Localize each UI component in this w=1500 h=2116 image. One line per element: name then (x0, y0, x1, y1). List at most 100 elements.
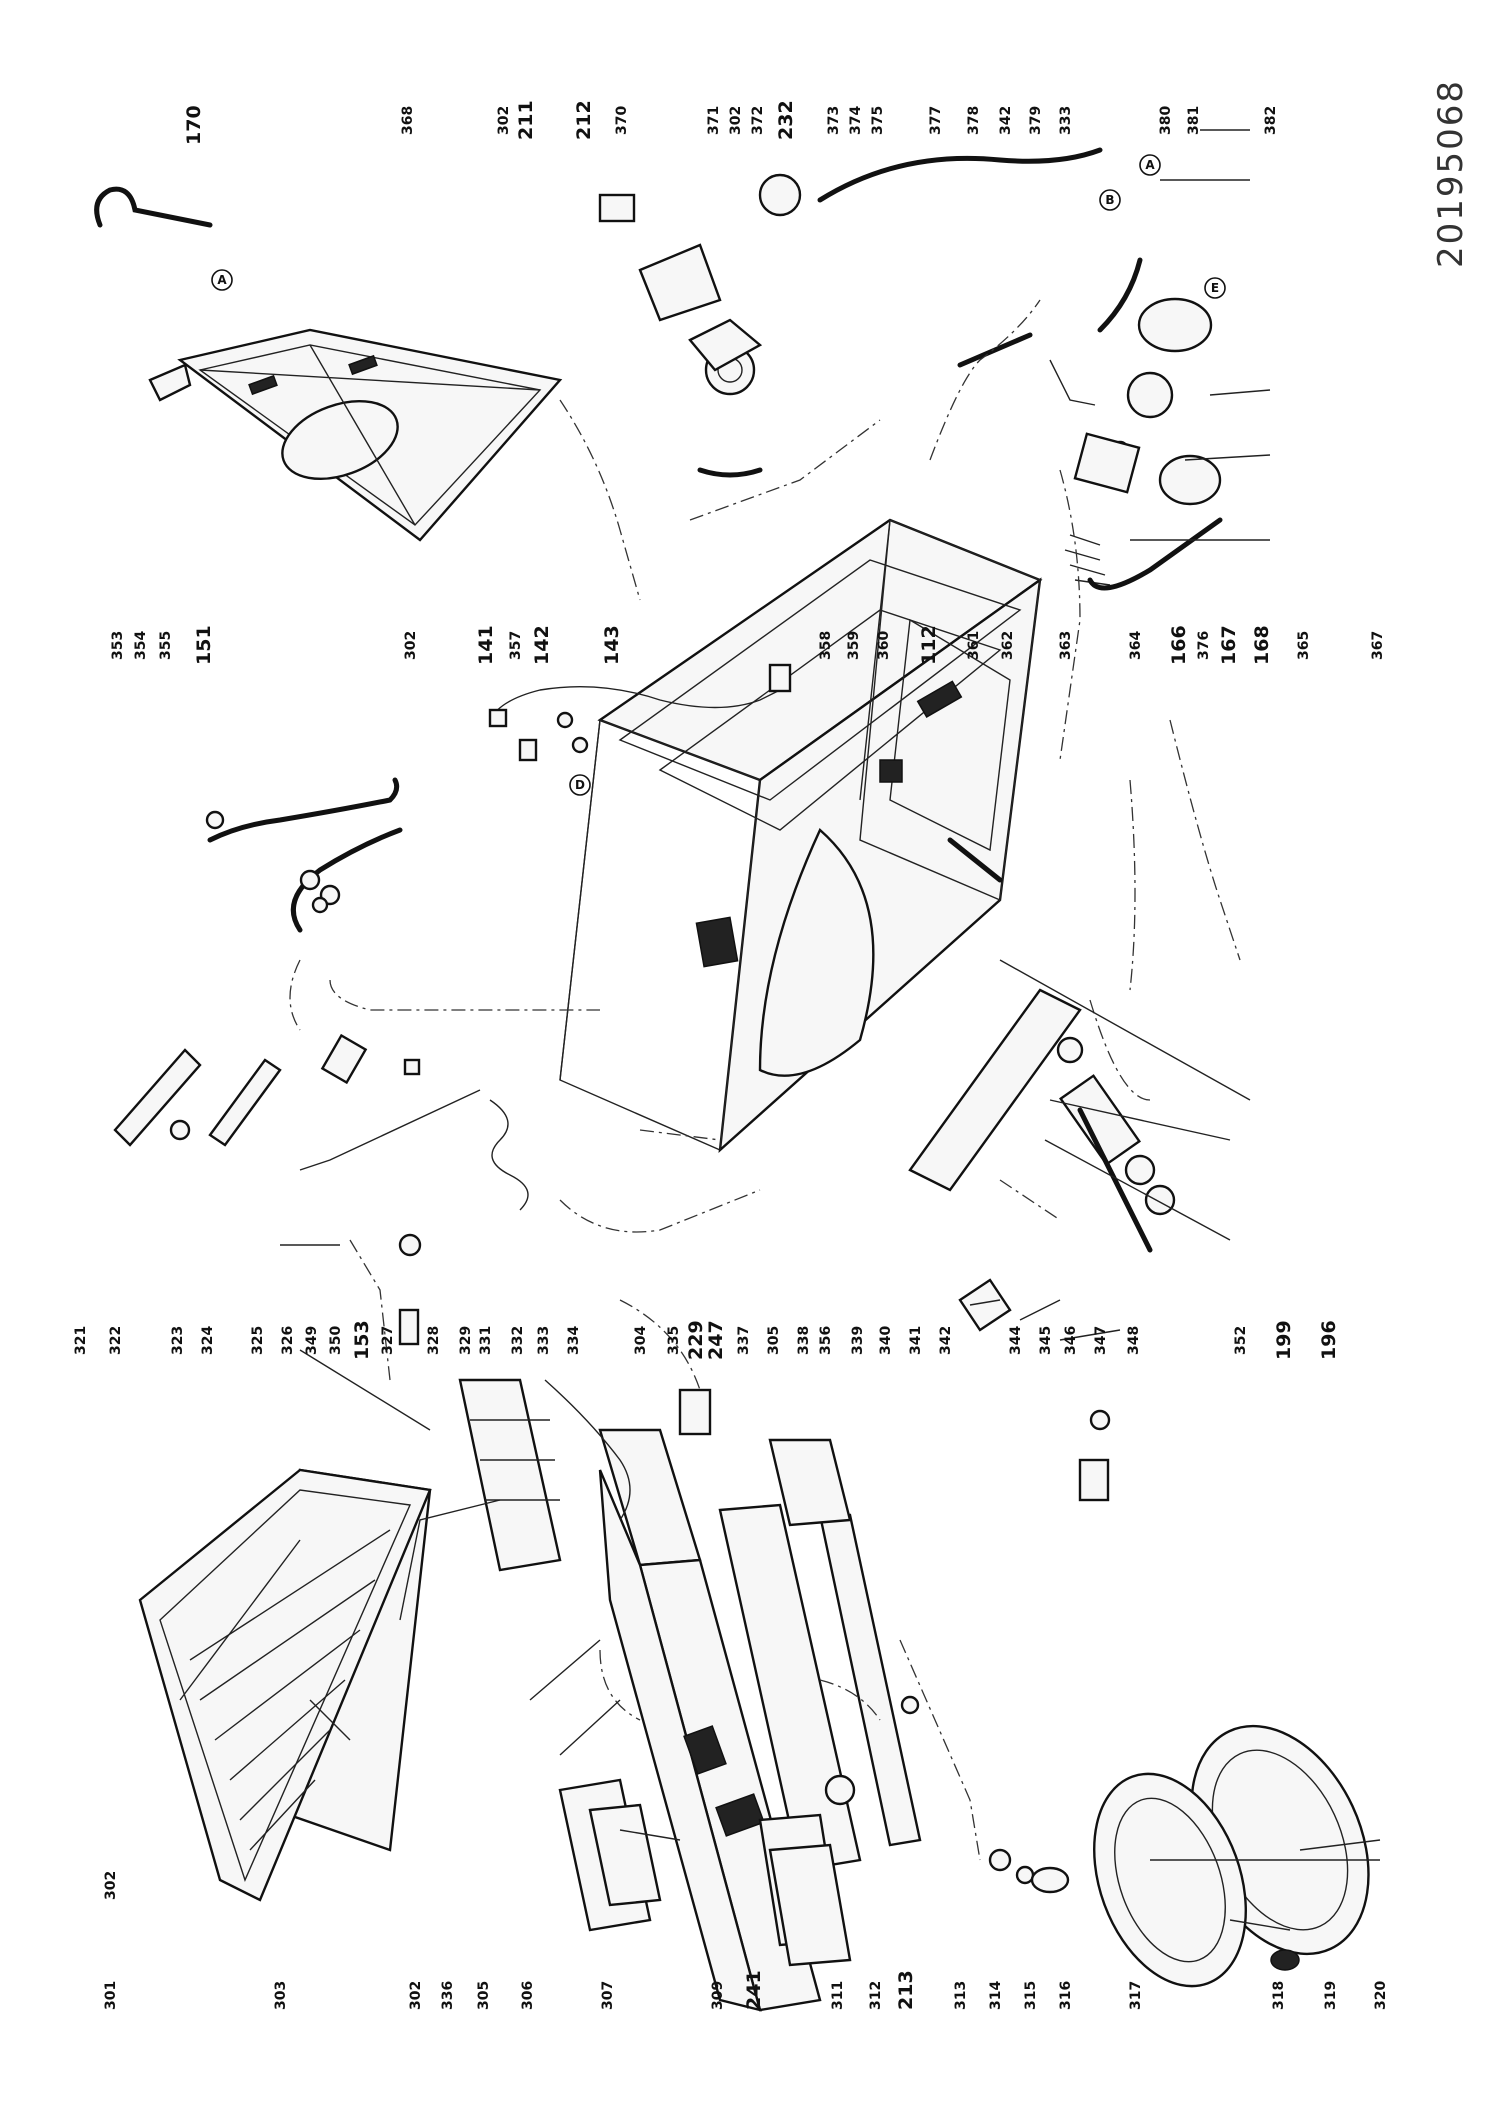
label-141: 141 (475, 625, 497, 665)
label-367: 367 (1370, 631, 1386, 660)
label-327: 327 (380, 1326, 396, 1355)
label-229: 229 (685, 1320, 707, 1360)
leader-lines-dashed (289, 299, 1241, 1861)
label-309: 309 (710, 1981, 726, 2010)
label-377: 377 (928, 106, 944, 135)
label-196: 196 (1318, 1320, 1340, 1360)
circle-ref-d: D (575, 778, 585, 792)
label-307: 307 (600, 1981, 616, 2010)
label-349: 349 (304, 1326, 320, 1355)
label-376: 376 (1196, 631, 1212, 660)
label-375: 375 (870, 106, 886, 135)
circle-markers: A B A D E (211, 154, 1226, 796)
labels-left-column: 301 302 303 302 336 305 306 307 309 241 … (103, 1871, 1389, 2010)
circle-ref-a-2: A (1145, 158, 1155, 172)
label-213: 213 (895, 1970, 917, 2010)
label-356: 356 (818, 1326, 834, 1355)
label-358: 358 (818, 631, 834, 660)
label-353: 353 (110, 631, 126, 660)
label-379: 379 (1028, 106, 1044, 135)
label-354: 354 (133, 631, 149, 660)
label-151: 151 (193, 625, 215, 665)
labels-right-middle-band: 353 354 151 355 302 141 357 142 143 358 … (110, 625, 1386, 665)
label-346: 346 (1063, 1326, 1079, 1355)
label-323: 323 (170, 1326, 186, 1355)
label-382: 382 (1263, 106, 1279, 135)
label-211: 211 (515, 100, 537, 140)
label-305-b: 305 (766, 1326, 782, 1355)
label-320: 320 (1373, 1981, 1389, 2010)
labels-top-row: 170 368 302 211 212 370 371 302 372 232 … (183, 100, 1279, 145)
leader-lines-solid (179, 129, 1381, 1931)
label-381: 381 (1186, 106, 1202, 135)
label-368: 368 (400, 106, 416, 135)
label-328: 328 (426, 1326, 442, 1355)
label-303: 303 (273, 1981, 289, 2010)
label-304: 304 (633, 1326, 649, 1355)
label-318: 318 (1271, 1981, 1287, 2010)
wiring-harness (488, 663, 792, 762)
label-355: 355 (158, 631, 174, 660)
label-342-top: 342 (998, 106, 1014, 135)
label-334: 334 (566, 1326, 582, 1355)
inlet-hose (148, 363, 403, 933)
label-247: 247 (705, 1320, 727, 1360)
label-166: 166 (1168, 625, 1190, 665)
label-332: 332 (510, 1326, 526, 1355)
label-378: 378 (966, 106, 982, 135)
label-336: 336 (440, 1981, 456, 2010)
label-359: 359 (846, 631, 862, 660)
kick-plate (908, 988, 1082, 1192)
detergent-drawer (558, 1778, 852, 1967)
label-324: 324 (200, 1326, 216, 1355)
label-371: 371 (706, 106, 722, 135)
label-333-top: 333 (1058, 106, 1074, 135)
label-345: 345 (1038, 1326, 1054, 1355)
label-302-b: 302 (408, 1981, 424, 2010)
label-333: 333 (536, 1326, 552, 1355)
label-335: 335 (666, 1326, 682, 1355)
label-322: 322 (108, 1326, 124, 1355)
label-302-top: 302 (496, 106, 512, 135)
suspension-parts (958, 1036, 1176, 1502)
label-232: 232 (775, 100, 797, 140)
label-301: 301 (103, 1981, 119, 2010)
label-212: 212 (573, 100, 595, 140)
label-380: 380 (1158, 106, 1174, 135)
document-id: 20195068 (1431, 79, 1471, 268)
label-360: 360 (876, 631, 892, 660)
labels-middle-band: 321 322 323 324 325 326 349 350 153 327 … (73, 1320, 1340, 1360)
label-342: 342 (938, 1326, 954, 1355)
small-parts-middle (113, 1033, 852, 1572)
label-168: 168 (1251, 625, 1273, 665)
label-316: 316 (1058, 1981, 1074, 2010)
label-143: 143 (601, 625, 623, 665)
label-364: 364 (1128, 631, 1144, 660)
label-321: 321 (73, 1326, 89, 1355)
circle-ref-a-1: A (217, 273, 227, 287)
label-302-top-b: 302 (728, 106, 744, 135)
label-302-a: 302 (103, 1871, 119, 1900)
back-panel-368 (177, 328, 563, 542)
label-339: 339 (850, 1326, 866, 1355)
label-350: 350 (328, 1326, 344, 1355)
label-241: 241 (743, 1970, 765, 2010)
label-317: 317 (1128, 1981, 1144, 2010)
label-142: 142 (531, 625, 553, 665)
small-parts-left (824, 1695, 1070, 1894)
circle-ref-e: E (1211, 281, 1219, 295)
label-361: 361 (966, 631, 982, 660)
label-331: 331 (478, 1326, 494, 1355)
label-325: 325 (250, 1326, 266, 1355)
label-313: 313 (953, 1981, 969, 2010)
top-parts (94, 147, 1223, 591)
circle-ref-b: B (1105, 193, 1114, 207)
label-170: 170 (183, 105, 205, 145)
label-329: 329 (458, 1326, 474, 1355)
label-365: 365 (1296, 631, 1312, 660)
label-363: 363 (1058, 631, 1074, 660)
label-167: 167 (1218, 625, 1240, 665)
label-319: 319 (1323, 1981, 1339, 2010)
label-311: 311 (830, 1981, 846, 2010)
label-314: 314 (988, 1981, 1004, 2010)
